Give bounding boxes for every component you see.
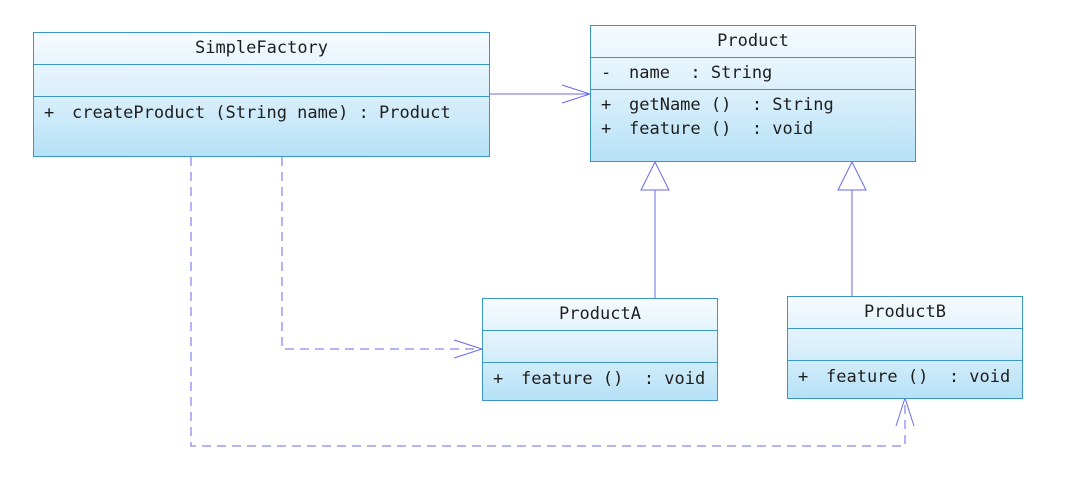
class-name-simple-factory: SimpleFactory [194, 38, 329, 58]
visibility-marker: + [44, 103, 55, 123]
visibility-marker: - [601, 63, 612, 83]
class-product[interactable]: Product -name : String + getName () : Str… [590, 25, 916, 162]
operation-create-product: + createProduct (String name) : Product [44, 101, 479, 125]
visibility-marker: + [493, 369, 504, 389]
class-name-product-a: ProductA [559, 304, 641, 324]
attributes-compartment-simple-factory [34, 64, 489, 96]
operation-signature: feature () : void [629, 119, 814, 139]
attributes-compartment-product-b [788, 328, 1022, 360]
operations-compartment-product-b: + feature () : void [788, 360, 1022, 389]
attribute-signature: name : String [629, 63, 773, 83]
operation-signature: feature () : void [826, 367, 1011, 387]
class-simple-factory[interactable]: SimpleFactory + createProduct (String nam… [33, 32, 490, 157]
operation-get-name: + getName () : String [601, 93, 905, 117]
generalization-triangle-product-b [837, 160, 867, 191]
generalization-triangle-product-a [640, 160, 670, 191]
dependency-line-product-a [281, 157, 482, 350]
operation-signature: createProduct (String name) : Product [72, 103, 451, 123]
attributes-compartment-product: -name : String [591, 57, 915, 89]
attribute-name: -name : String [601, 61, 905, 85]
dependency-open-arrowhead-product-a [453, 339, 484, 359]
operation-feature: + feature () : void [601, 117, 905, 141]
class-product-b[interactable]: ProductB + feature () : void [787, 296, 1023, 399]
operations-compartment-product: + getName () : String + feature () : void [591, 89, 915, 141]
attributes-compartment-product-a [483, 330, 717, 362]
visibility-marker: + [601, 95, 612, 115]
class-name-product: Product [717, 31, 789, 51]
class-name-product-b: ProductB [864, 302, 946, 322]
visibility-marker: + [798, 367, 809, 387]
operation-feature: + feature () : void [493, 367, 707, 391]
operations-compartment-product-a: + feature () : void [483, 362, 717, 391]
dependency-open-arrowhead-product-b [895, 396, 915, 427]
class-product-a[interactable]: ProductA + feature () : void [482, 298, 718, 401]
visibility-marker: + [601, 119, 612, 139]
operation-signature: getName () : String [629, 95, 834, 115]
association-open-arrowhead [561, 84, 592, 104]
operation-signature: feature () : void [521, 369, 706, 389]
operations-compartment-simple-factory: + createProduct (String name) : Product [34, 96, 489, 125]
operation-feature: + feature () : void [798, 365, 1012, 389]
